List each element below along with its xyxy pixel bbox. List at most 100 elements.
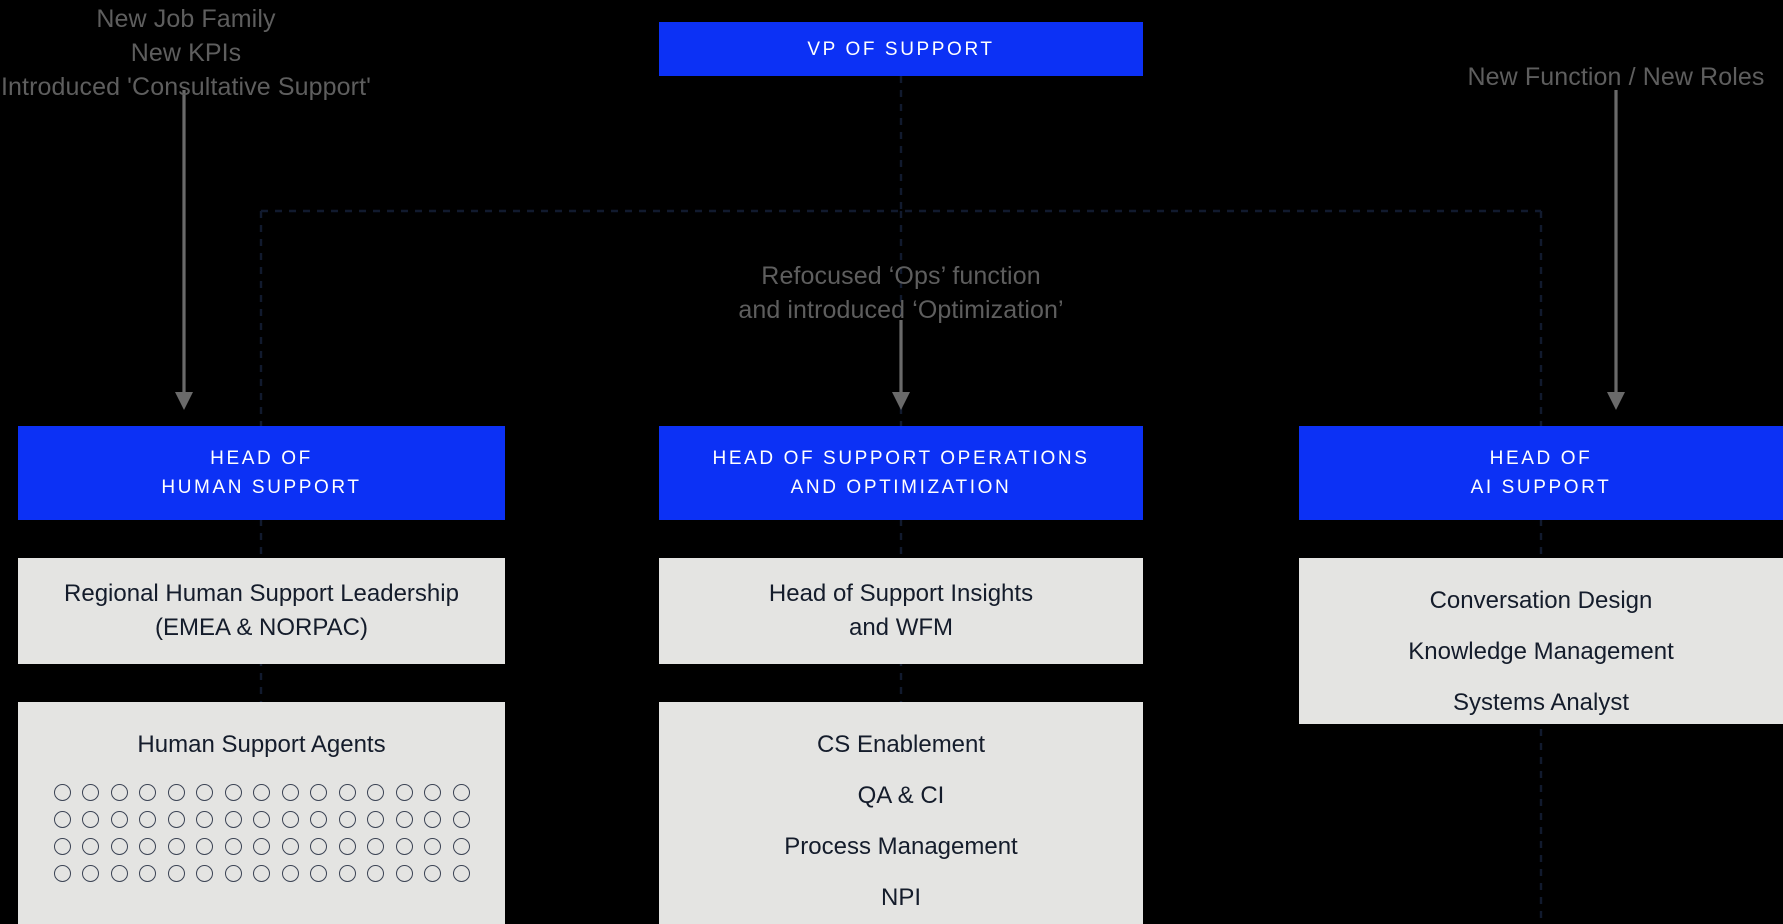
- regional-leadership-line-2: (EMEA & NORPAC): [155, 614, 368, 641]
- agent-dot-icon: [82, 838, 99, 855]
- agent-dot-icon: [110, 865, 128, 882]
- node-vp-of-support[interactable]: VP OF SUPPORT: [659, 22, 1143, 76]
- agent-dot-icon: [139, 811, 156, 828]
- agent-dot-icon: [167, 865, 185, 882]
- node-head-of-support-operations[interactable]: HEAD OF SUPPORT OPERATIONS AND OPTIMIZAT…: [659, 426, 1143, 520]
- agent-dot-row: [53, 838, 470, 855]
- agent-dot-icon: [452, 865, 470, 882]
- agent-dot-icon: [395, 838, 413, 855]
- agent-dot-icon: [367, 784, 384, 801]
- agent-dot-icon: [253, 865, 270, 882]
- node-head-of-support-insights[interactable]: Head of Support Insights and WFM: [659, 558, 1143, 664]
- note-left: New Job Family New KPIs Introduced 'Cons…: [0, 2, 372, 104]
- agent-dot-icon: [110, 838, 128, 855]
- node-ops-functions[interactable]: CS Enablement QA & CI Process Management…: [659, 702, 1143, 924]
- agent-dot-icon: [310, 784, 327, 801]
- agent-dot-icon: [82, 865, 99, 882]
- agent-dot-icon: [253, 784, 270, 801]
- head-line-2: HUMAN SUPPORT: [161, 477, 362, 498]
- agent-dot-icon: [53, 811, 71, 828]
- agent-dot-icon: [395, 865, 413, 882]
- note-center: Refocused ‘Ops’ function and introduced …: [651, 259, 1151, 327]
- agent-dot-icon: [224, 784, 242, 801]
- note-center-line2: and introduced ‘Optimization’: [738, 296, 1064, 324]
- note-left-line3: Introduced 'Consultative Support': [0, 73, 371, 101]
- agent-dot-icon: [167, 784, 185, 801]
- note-right: New Function / New Roles: [1396, 60, 1783, 94]
- node-head-of-ai-support-labels: HEAD OF AI SUPPORT: [1471, 426, 1612, 520]
- agent-dot-icon: [424, 811, 441, 828]
- ops-item-process-management[interactable]: Process Management: [784, 833, 1018, 860]
- note-left-line1: New Job Family: [96, 5, 276, 33]
- ops-function-list: CS Enablement QA & CI Process Management…: [659, 728, 1143, 915]
- agent-dot-icon: [338, 838, 356, 855]
- head-line-1: HEAD OF: [210, 448, 313, 469]
- support-insights-line-1: Head of Support Insights: [768, 580, 1034, 607]
- agent-dot-icon: [424, 784, 441, 801]
- agent-dot-grid: [53, 784, 470, 882]
- ai-item-conversation-design[interactable]: Conversation Design: [1429, 587, 1653, 614]
- agent-dot-icon: [310, 838, 327, 855]
- ai-item-knowledge-management[interactable]: Knowledge Management: [1408, 638, 1674, 665]
- head-line-2: AI SUPPORT: [1470, 477, 1612, 498]
- node-vp-of-support-label: VP OF SUPPORT: [807, 38, 995, 60]
- agent-dot-icon: [338, 811, 356, 828]
- note-left-line2: New KPIs: [130, 39, 242, 67]
- agent-dot-icon: [167, 811, 185, 828]
- head-line-1: HEAD OF SUPPORT OPERATIONS: [712, 448, 1090, 469]
- node-ai-support-functions[interactable]: Conversation Design Knowledge Management…: [1299, 558, 1783, 724]
- support-insights-line-2: and WFM: [848, 614, 953, 641]
- node-human-support-agents[interactable]: Human Support Agents: [18, 702, 505, 924]
- agent-dot-icon: [110, 784, 128, 801]
- agent-dot-icon: [196, 838, 213, 855]
- agent-dot-icon: [424, 838, 441, 855]
- agent-dot-row: [53, 811, 470, 828]
- agent-dot-icon: [139, 784, 156, 801]
- agent-dot-icon: [338, 865, 356, 882]
- agent-dot-icon: [53, 838, 71, 855]
- ops-item-cs-enablement[interactable]: CS Enablement: [816, 731, 986, 758]
- agent-dot-icon: [196, 784, 213, 801]
- agent-dot-icon: [367, 838, 384, 855]
- agent-dot-icon: [253, 838, 270, 855]
- ops-item-qa-ci[interactable]: QA & CI: [857, 782, 945, 809]
- agent-dot-icon: [452, 811, 470, 828]
- agent-dot-icon: [53, 865, 71, 882]
- agent-dot-icon: [395, 811, 413, 828]
- agent-dot-icon: [452, 784, 470, 801]
- agent-dot-icon: [82, 811, 99, 828]
- ops-item-npi[interactable]: NPI: [880, 884, 921, 911]
- head-line-1: HEAD OF: [1489, 448, 1593, 469]
- human-support-agents-title: Human Support Agents: [137, 731, 386, 758]
- node-regional-human-support-leadership[interactable]: Regional Human Support Leadership (EMEA …: [18, 558, 505, 664]
- head-line-2: AND OPTIMIZATION: [790, 477, 1012, 498]
- agent-dot-icon: [424, 865, 441, 882]
- regional-leadership-line-1: Regional Human Support Leadership: [64, 580, 459, 607]
- agent-dot-icon: [139, 865, 156, 882]
- agent-dot-row: [53, 865, 470, 882]
- agent-dot-icon: [310, 811, 327, 828]
- agent-dot-icon: [281, 865, 299, 882]
- agent-dot-icon: [196, 811, 213, 828]
- agent-dot-icon: [82, 784, 99, 801]
- node-head-of-support-operations-labels: HEAD OF SUPPORT OPERATIONS AND OPTIMIZAT…: [713, 426, 1090, 520]
- agent-dot-icon: [139, 838, 156, 855]
- node-head-of-human-support[interactable]: HEAD OF HUMAN SUPPORT: [18, 426, 505, 520]
- agent-dot-icon: [452, 838, 470, 855]
- agent-dot-icon: [110, 811, 128, 828]
- agent-dot-icon: [367, 811, 384, 828]
- note-center-line1: Refocused ‘Ops’ function: [761, 262, 1041, 290]
- node-head-of-human-support-labels: HEAD OF HUMAN SUPPORT: [161, 426, 361, 520]
- agent-dot-row: [53, 784, 470, 801]
- ai-item-systems-analyst[interactable]: Systems Analyst: [1452, 689, 1630, 716]
- ai-function-list: Conversation Design Knowledge Management…: [1299, 584, 1783, 720]
- agent-dot-icon: [53, 784, 71, 801]
- agent-dot-icon: [367, 865, 384, 882]
- agent-dot-icon: [281, 811, 299, 828]
- note-right-line1: New Function / New Roles: [1467, 63, 1765, 91]
- node-head-of-ai-support[interactable]: HEAD OF AI SUPPORT: [1299, 426, 1783, 520]
- agent-dot-icon: [224, 865, 242, 882]
- agent-dot-icon: [196, 865, 213, 882]
- agent-dot-icon: [281, 784, 299, 801]
